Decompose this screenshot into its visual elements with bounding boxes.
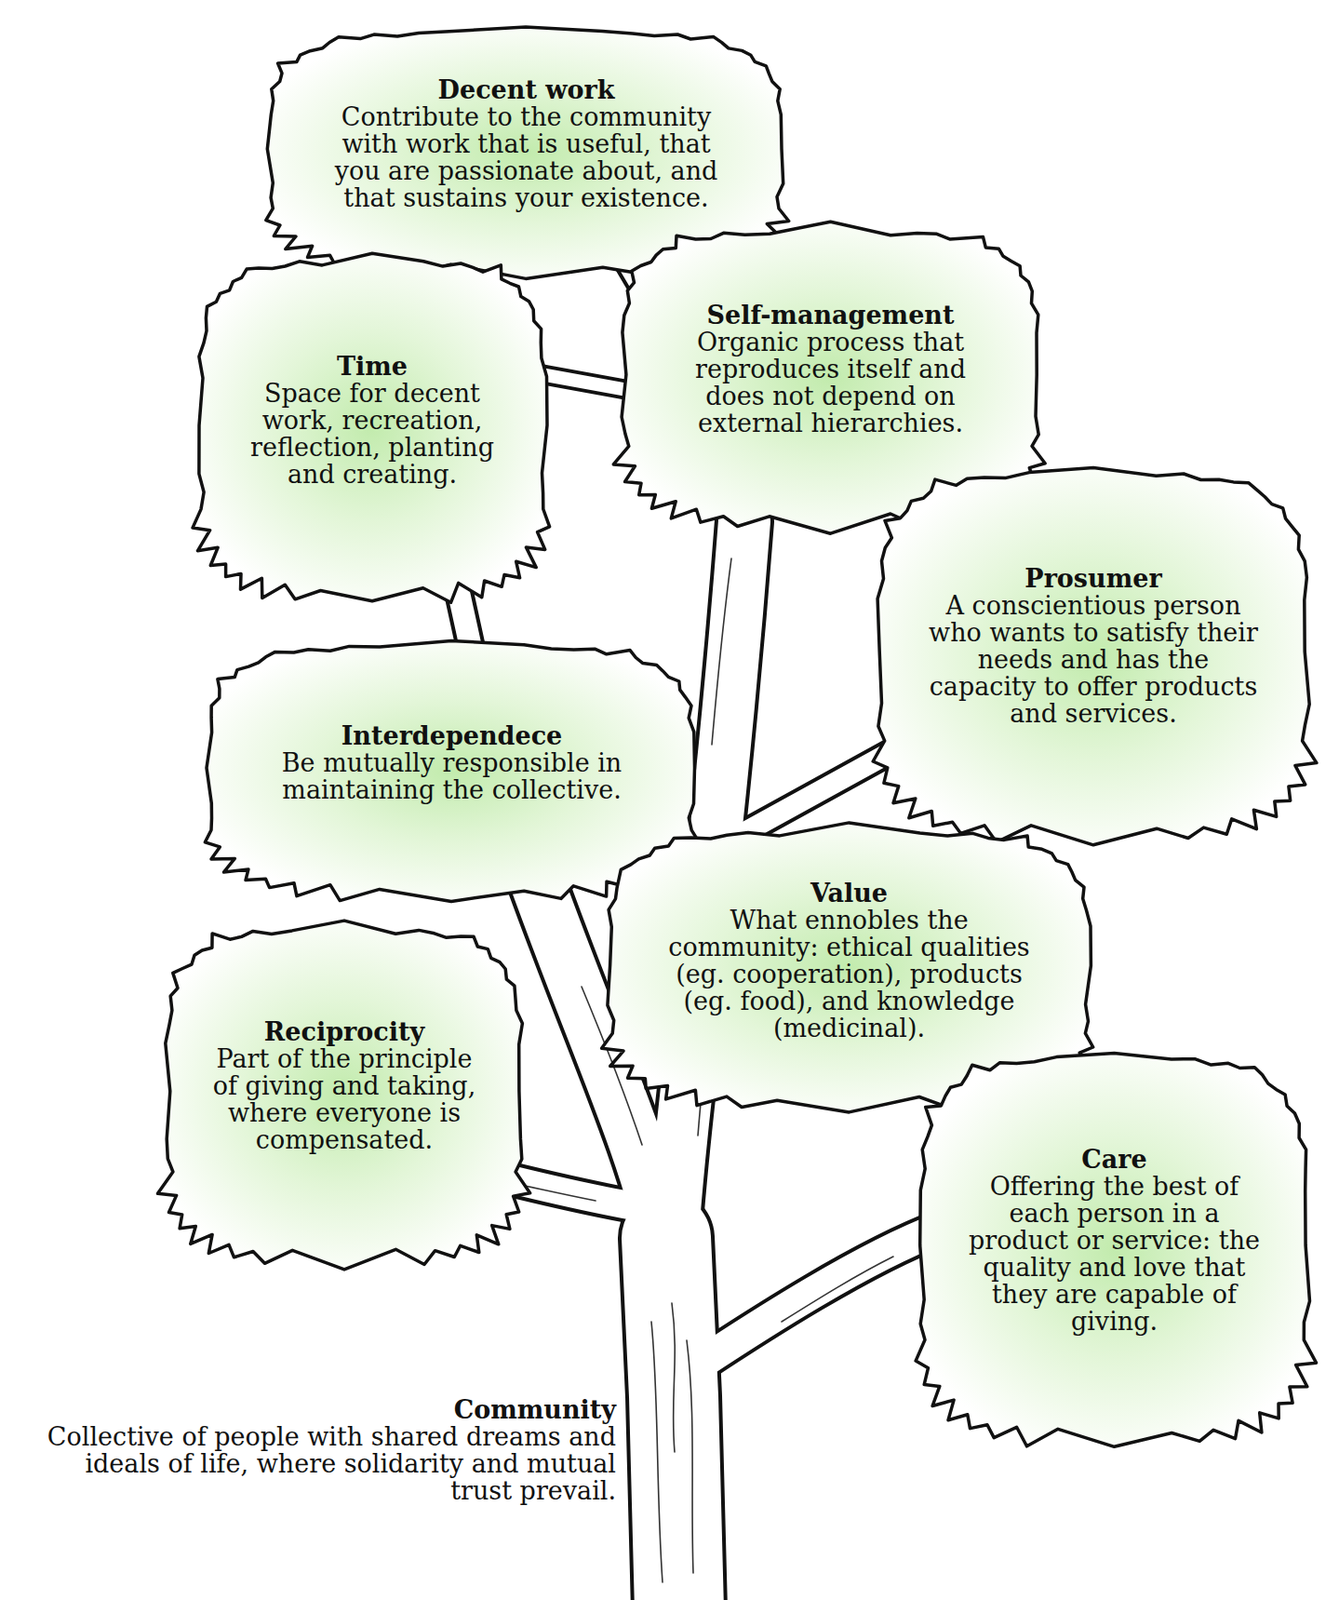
node-body: Part of the principle of giving and taki…: [206, 1044, 483, 1153]
node-heading: Value: [662, 879, 1036, 907]
foliage-text: ValueWhat ennobles the community: ethica…: [662, 879, 1036, 1042]
foliage-text: ReciprocityPart of the principle of givi…: [206, 1017, 483, 1153]
foliage-shape: [204, 640, 699, 901]
node-body: Organic process that reproduces itself a…: [669, 328, 992, 437]
branch: [679, 1228, 940, 1378]
node-heading: Interdependece: [263, 722, 641, 750]
node-heading: Reciprocity: [206, 1017, 483, 1045]
foliage-shape: [915, 1053, 1316, 1447]
foliage-text: ProsumerA conscientious person who wants…: [926, 564, 1260, 727]
node-heading: Time: [238, 352, 507, 380]
bark-line: [686, 1339, 694, 1573]
node-body: Be mutually responsible in maintaining t…: [263, 749, 641, 804]
foliage-shape: [872, 467, 1317, 844]
label-heading: Community: [29, 1395, 616, 1423]
node-body: Contribute to the community with work th…: [326, 103, 726, 212]
foliage-text: Decent workContribute to the community w…: [326, 76, 726, 212]
node-heading: Decent work: [326, 76, 726, 104]
node-body: A conscientious person who wants to sati…: [926, 591, 1260, 727]
foliage-node: CareOffering the best of each person in …: [902, 1040, 1326, 1450]
foliage-node: ReciprocityPart of the principle of givi…: [148, 911, 540, 1271]
bark-line: [651, 1321, 663, 1582]
trunk: [666, 1237, 680, 1600]
node-heading: Care: [964, 1145, 1265, 1173]
node-heading: Prosumer: [926, 564, 1260, 592]
bark-line: [711, 558, 732, 745]
node-body: What ennobles the community: ethical qua…: [662, 906, 1036, 1042]
community-label: CommunityCollective of people with share…: [29, 1395, 616, 1504]
foliage-text: TimeSpace for decent work, recreation, r…: [238, 352, 507, 488]
foliage-text: CareOffering the best of each person in …: [964, 1145, 1265, 1335]
trunk: [666, 1237, 680, 1600]
label-body: Collective of people with shared dreams …: [29, 1422, 616, 1504]
foliage-shape: [192, 253, 550, 603]
bark-line: [781, 1256, 894, 1322]
branch: [679, 1228, 940, 1378]
node-heading: Self-management: [669, 301, 992, 329]
foliage-node: ProsumerA conscientious person who wants…: [860, 455, 1326, 847]
foliage-shape: [158, 920, 531, 1270]
node-body: Offering the best of each person in a pr…: [964, 1172, 1265, 1335]
foliage-node: TimeSpace for decent work, recreation, r…: [181, 243, 563, 607]
foliage-text: InterdependeceBe mutually responsible in…: [263, 722, 641, 804]
bark-line: [671, 1302, 675, 1452]
foliage-text: Self-managementOrganic process that repr…: [669, 301, 992, 437]
node-body: Space for decent work, recreation, refle…: [238, 379, 507, 488]
